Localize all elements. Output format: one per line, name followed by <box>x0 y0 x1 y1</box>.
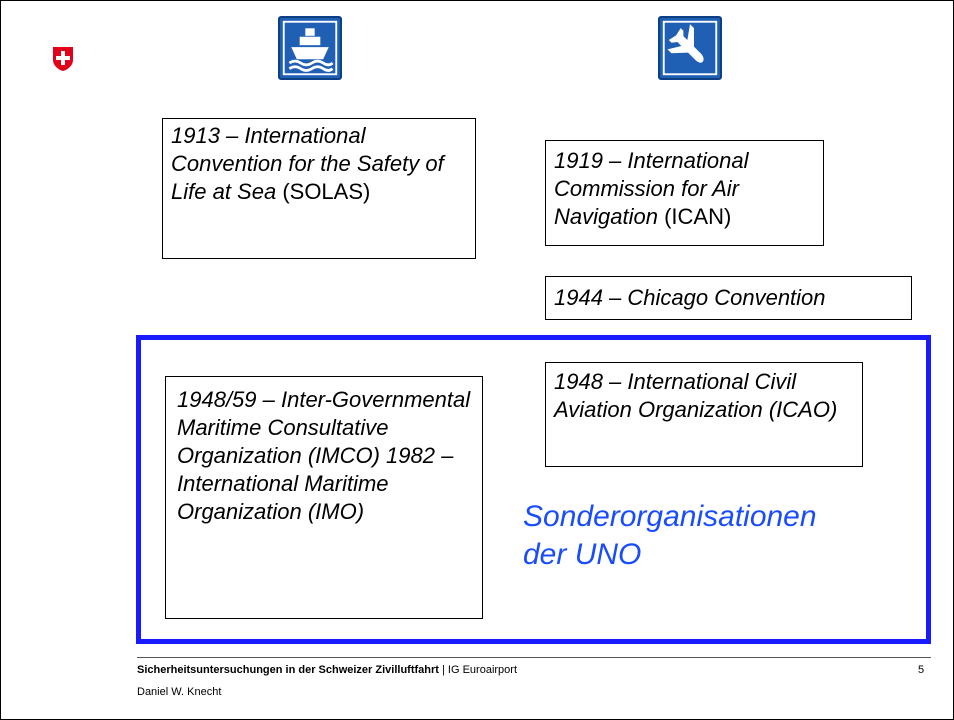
un-agencies-label: Sonderorganisationen der UNO <box>523 500 817 571</box>
ican-title: 1919 – International Commission for Air … <box>554 148 749 229</box>
footer-divider <box>137 657 931 658</box>
chicago-convention-box: 1944 – Chicago Convention <box>545 276 912 320</box>
footer-author: Daniel W. Knecht <box>137 686 222 698</box>
icao-title: 1948 – International Civil Aviation Orga… <box>554 369 838 422</box>
footer-title: Sicherheitsuntersuchungen in der Schweiz… <box>137 664 517 676</box>
icao-box: 1948 – International Civil Aviation Orga… <box>545 362 863 467</box>
footer-title-rest: | IG Euroairport <box>438 664 518 676</box>
ican-box: 1919 – International Commission for Air … <box>545 140 824 246</box>
footer-title-bold: Sicherheitsuntersuchungen in der Schweiz… <box>137 664 439 676</box>
imo-title: 1948/59 – Inter-Governmental Maritime Co… <box>177 387 471 524</box>
un-specialized-agencies-frame <box>136 335 931 644</box>
ican-abbr: (ICAN) <box>664 204 732 229</box>
swiss-cross-icon <box>53 47 73 71</box>
plane-icon <box>658 16 722 80</box>
solas-box: 1913 – International Convention for the … <box>162 118 476 259</box>
solas-title: 1913 – International Convention for the … <box>171 123 444 204</box>
page-number: 5 <box>918 664 925 676</box>
imo-box: 1948/59 – Inter-Governmental Maritime Co… <box>165 376 483 619</box>
ship-icon <box>278 16 342 80</box>
solas-abbr: (SOLAS) <box>282 179 371 204</box>
chicago-title: 1944 – Chicago Convention <box>554 285 826 310</box>
